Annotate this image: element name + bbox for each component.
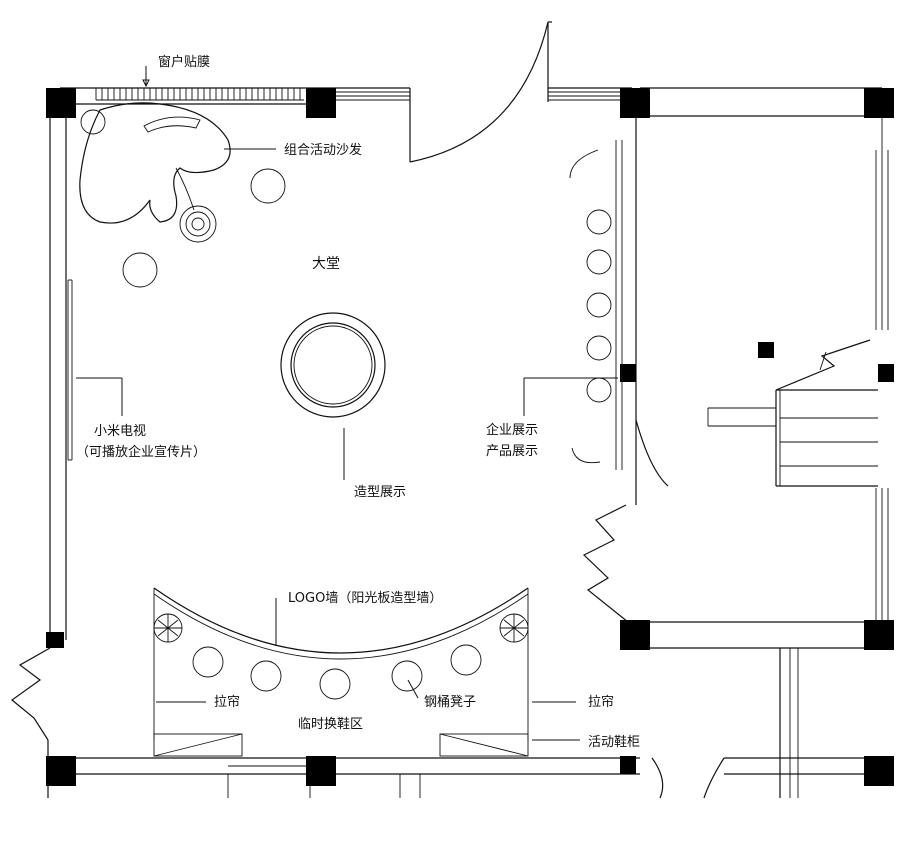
column [864,756,894,786]
column [758,342,774,358]
column [46,88,76,118]
label-sculpture: 造型展示 [354,485,406,500]
main-hall-walls [47,22,640,798]
label-modular-sofa: 组合活动沙发 [284,142,362,158]
steel-drum-stools [192,644,482,700]
plant-pots [153,613,529,643]
label-logo-wall: LOGO墙（阳光板造型墙） [288,591,442,606]
leader-lines [76,66,618,741]
side-room-walls [582,87,889,799]
display-area [569,140,623,470]
column [620,364,636,382]
column [46,632,64,648]
text-labels: 窗户贴膜 组合活动沙发 大堂 小米电视 （可播放企业宣传片） 造型展示 企业展示… [76,54,640,750]
label-shoe-cabinet: 活动鞋柜 [588,734,640,750]
column [306,88,336,118]
label-curtain-right: 拉帘 [588,694,614,710]
label-company-display: 企业展示 [486,422,538,438]
column [46,756,76,786]
label-xiaomi-tv: 小米电视 [94,424,146,439]
logo-wall [153,587,529,740]
modular-sofa [79,102,231,224]
column [878,364,894,382]
structural-columns [46,88,894,786]
label-steel-drum-stool: 钢桶凳子 [424,694,476,710]
staircase [707,339,878,487]
shoe-cabinets [153,733,529,757]
label-lobby: 大堂 [312,256,340,272]
column [864,620,894,650]
column [864,88,894,118]
column [620,88,650,118]
central-sculpture [280,312,386,418]
label-window-film: 窗户贴膜 [158,54,210,70]
label-shoe-area: 临时换鞋区 [298,716,363,732]
label-xiaomi-tv-note: （可播放企业宣传片） [76,444,206,460]
round-tables [122,168,286,288]
left-wall-details [11,279,73,741]
label-product-display: 产品展示 [486,444,538,459]
entry-door [409,21,552,163]
column [620,756,636,774]
column [620,620,650,650]
label-curtain-left: 拉帘 [214,694,240,710]
window-film-strip [95,88,304,101]
column [306,756,336,786]
